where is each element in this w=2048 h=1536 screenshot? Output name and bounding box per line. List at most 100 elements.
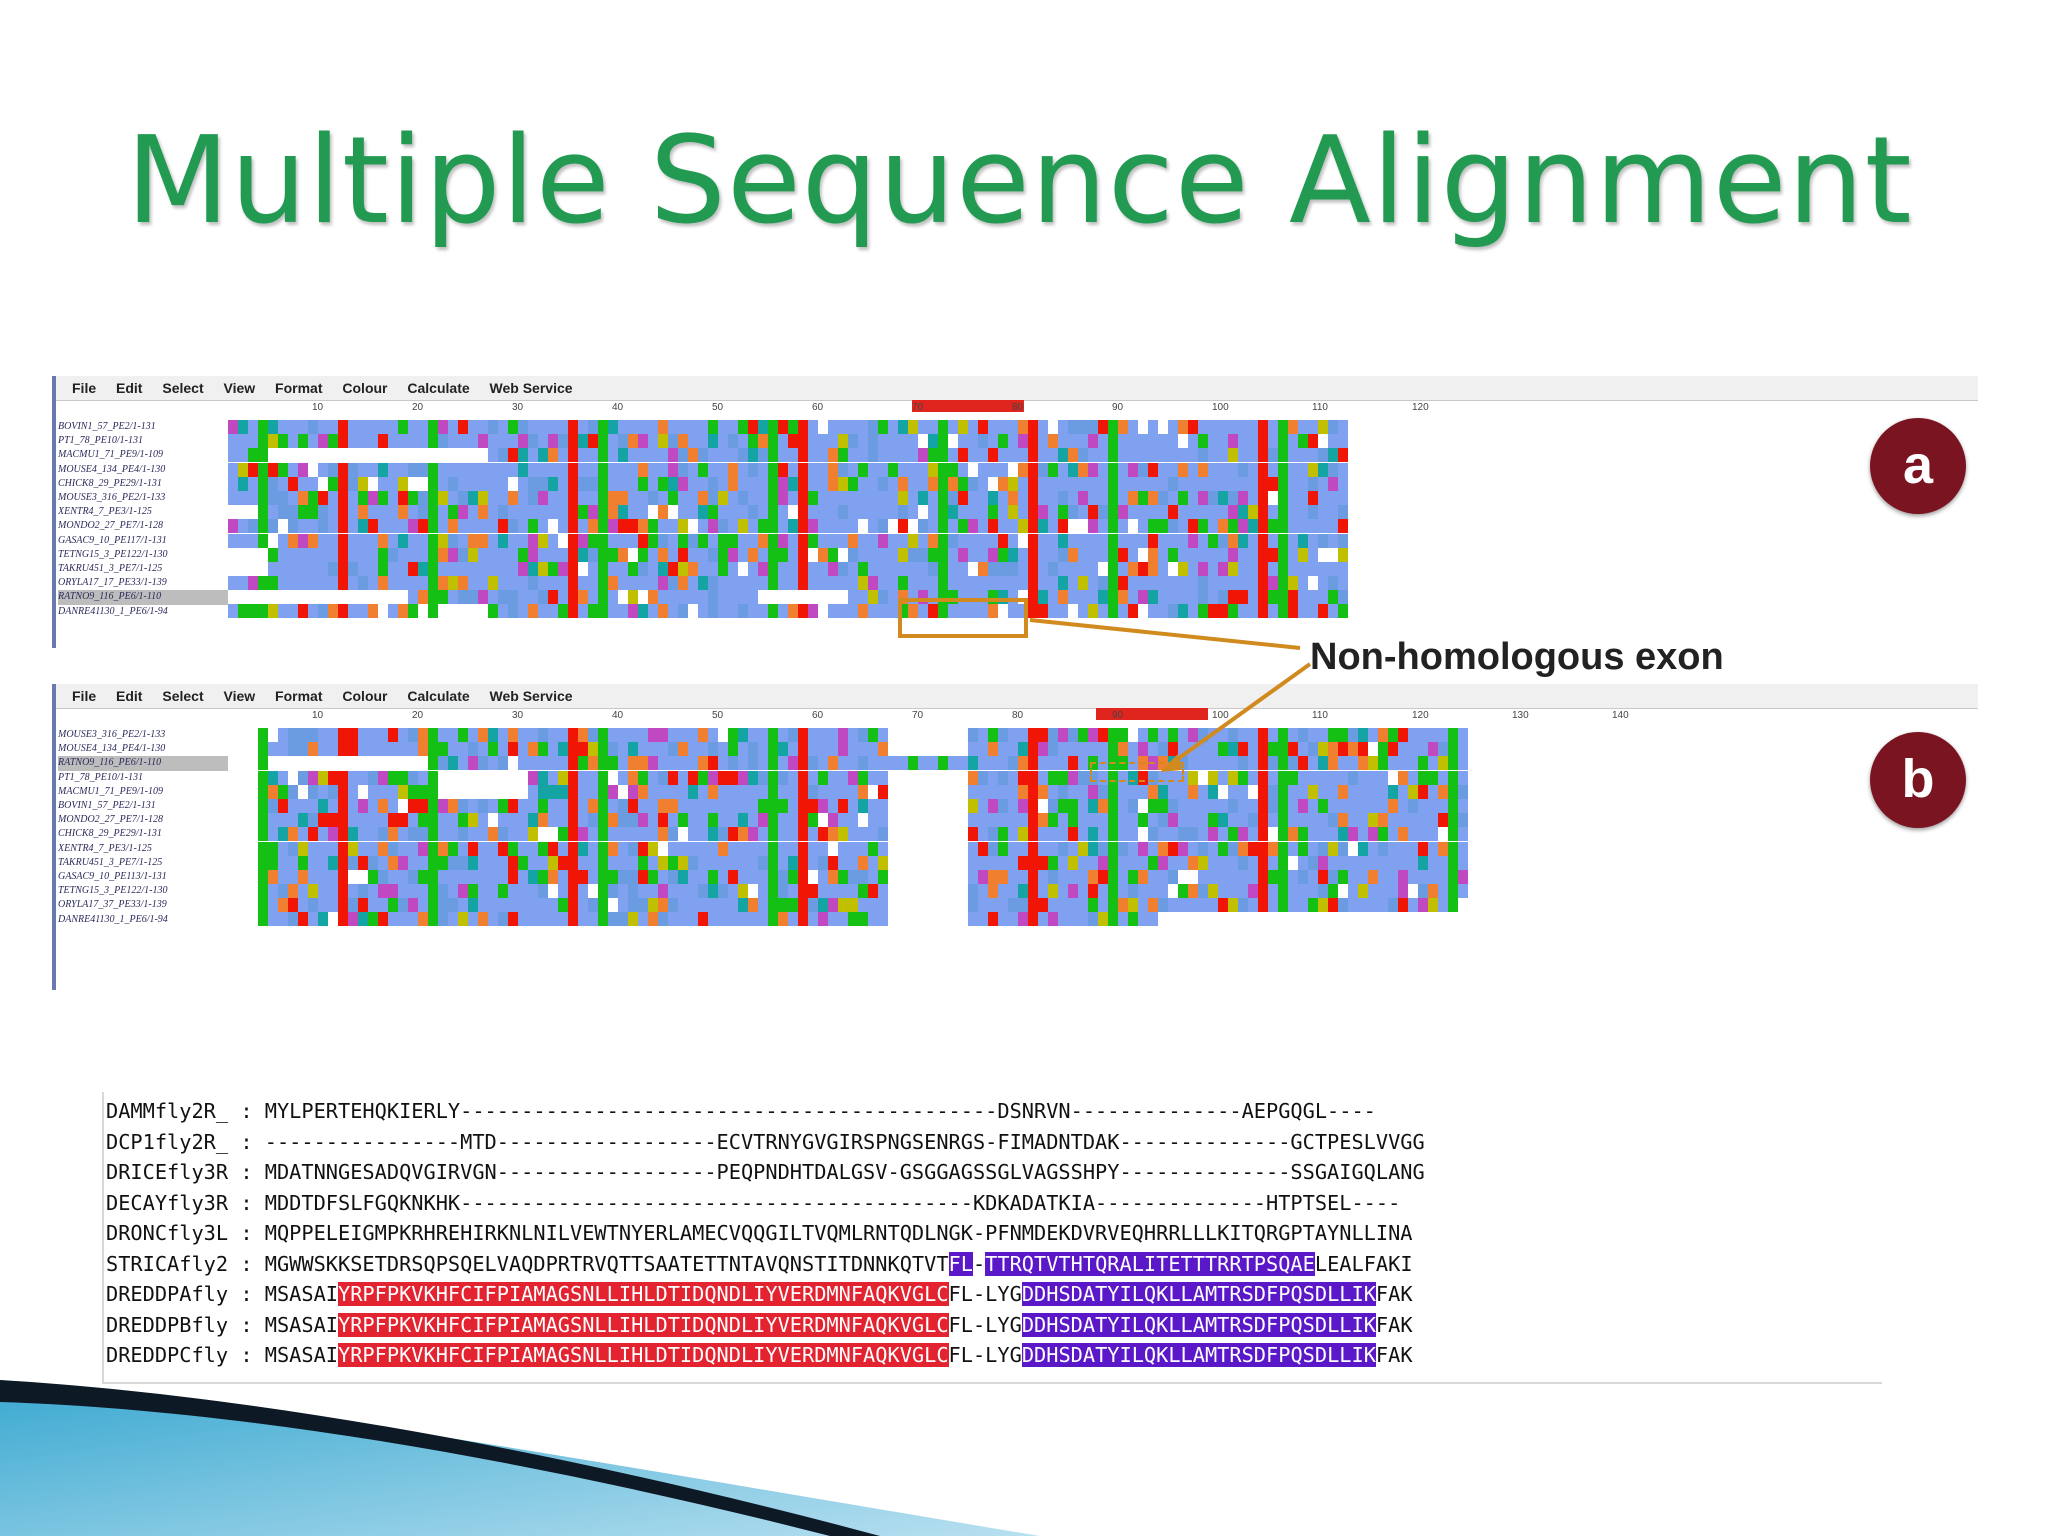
sequence-segment: MYLPERTEHQKIERLY------------------------… xyxy=(264,1099,1376,1123)
ruler-tick-label: 50 xyxy=(712,402,724,413)
alignment-row xyxy=(228,798,1468,813)
sequence-name[interactable]: BOVIN1_57_PE2/1-131 xyxy=(58,421,156,432)
sequence-segment: MSASAI xyxy=(264,1282,339,1306)
sequence-name[interactable]: MONDO2_27_PE7/1-128 xyxy=(58,520,163,532)
alignment-sequence-name: DECAYfly3R xyxy=(106,1190,229,1215)
sequence-name[interactable]: XENTR4_7_PE3/1-125 xyxy=(58,506,152,518)
sequence-name[interactable]: MOUSE4_134_PE4/1-130 xyxy=(58,743,166,755)
sequence-name[interactable]: TETNG15_3_PE122/1-130 xyxy=(58,548,168,560)
alignment-panel-a: File Edit Select View Format Colour Calc… xyxy=(52,376,1978,648)
sequence-name[interactable]: PT1_78_PE10/1-131 xyxy=(58,771,143,783)
sequence-name[interactable]: TETNG15_3_PE122/1-130 xyxy=(58,885,168,897)
sequence-name[interactable]: TAKRU451_3_PE7/1-125 xyxy=(58,856,163,868)
sequence-name[interactable]: MOUSE4_134_PE4/1-130 xyxy=(58,463,166,475)
alignment-grid[interactable] xyxy=(228,420,1348,619)
alignment-sequence: MGWWSKKSETDRSQPSQELVAQDPRTRVQTTSAATETTNT… xyxy=(265,1251,1413,1276)
sequence-name[interactable]: ORYLA17_17_PE33/1-139 xyxy=(58,577,167,589)
sequence-name[interactable]: MOUSE3_316_PE2/1-133 xyxy=(58,729,166,740)
alignment-text-row: DAMMfly2R_ : MYLPERTEHQKIERLY-----------… xyxy=(106,1096,1376,1126)
menu-view[interactable]: View xyxy=(223,380,256,396)
menu-bar: File Edit Select View Format Colour Calc… xyxy=(56,684,1978,709)
alignment-text-row: DCP1fly2R_ : ----------------MTD--------… xyxy=(106,1127,1425,1157)
alignment-text-row: DREDDPBfly : MSASAIYRPFPKVKHFCIFPIAMAGSN… xyxy=(106,1310,1413,1340)
ruler-tick-label: 70 xyxy=(912,402,924,413)
alignment-separator: : xyxy=(228,1343,265,1367)
sequence-name[interactable]: MACMU1_71_PE9/1-109 xyxy=(58,785,163,797)
sequence-name[interactable]: CHICK8_29_PE29/1-131 xyxy=(58,828,162,840)
alignment-row xyxy=(228,784,1468,799)
sequence-name[interactable]: DANRE41130_1_PE6/1-94 xyxy=(58,913,168,925)
alignment-row xyxy=(228,533,1348,548)
ruler-tick-label: 50 xyxy=(712,710,724,721)
sequence-name[interactable]: MACMU1_71_PE9/1-109 xyxy=(58,449,163,461)
ruler-tick-label: 60 xyxy=(812,402,824,413)
sequence-name[interactable]: GASAC9_10_PE113/1-131 xyxy=(58,871,167,883)
alignment-text-row: DREDDPAfly : MSASAIYRPFPKVKHFCIFPIAMAGSN… xyxy=(106,1279,1413,1309)
alignment-sequence-name: DRONCfly3L xyxy=(106,1221,229,1245)
menu-view[interactable]: View xyxy=(223,688,256,704)
sequence-name[interactable]: MONDO2_27_PE7/1-128 xyxy=(58,814,163,826)
menu-calculate[interactable]: Calculate xyxy=(407,688,470,704)
ruler-tick-label: 10 xyxy=(312,402,324,413)
highlighted-segment-blue: DDHSDATYILQKLLAMTRSDFPQSDLLIK xyxy=(1021,1312,1376,1337)
sequence-name[interactable]: TAKRU451_3_PE7/1-125 xyxy=(58,563,163,575)
alignment-sequence: MDATNNGESADQVGIRVGN------------------PEQ… xyxy=(265,1160,1425,1184)
alignment-separator: : xyxy=(228,1099,265,1123)
menu-edit[interactable]: Edit xyxy=(116,688,143,704)
sequence-name[interactable]: ORYLA17_37_PE33/1-139 xyxy=(58,899,167,911)
alignment-row xyxy=(228,576,1348,591)
sequence-segment: - xyxy=(972,1251,986,1276)
alignment-sequence: MSASAIYRPFPKVKHFCIFPIAMAGSNLLIHLDTIDQNDL… xyxy=(265,1282,1413,1306)
alignment-row xyxy=(228,434,1348,449)
sequence-segment: FAK xyxy=(1375,1343,1413,1367)
non-homologous-exon-box xyxy=(898,598,1028,638)
menu-format[interactable]: Format xyxy=(275,688,323,704)
menu-colour[interactable]: Colour xyxy=(342,380,388,396)
menu-calculate[interactable]: Calculate xyxy=(407,380,470,396)
sequence-name[interactable]: RATNO9_116_PE6/1-110 xyxy=(58,756,228,771)
menu-format[interactable]: Format xyxy=(275,380,323,396)
alignment-sequence-name: DREDDPCfly xyxy=(106,1343,229,1367)
sequence-name[interactable]: XENTR4_7_PE3/1-125 xyxy=(58,842,152,854)
ruler-tick-label: 100 xyxy=(1212,710,1229,721)
ruler-tick-label: 110 xyxy=(1312,402,1328,413)
alignment-row xyxy=(228,448,1348,463)
menu-file[interactable]: File xyxy=(72,688,97,704)
alignment-row xyxy=(228,742,1468,757)
ruler-tick-label: 80 xyxy=(1012,710,1024,721)
alignment-sequence-name: DRICEfly3R xyxy=(106,1160,229,1184)
non-homologous-exon-label: Non-homologous exon xyxy=(1310,636,1724,678)
alignment-row xyxy=(228,547,1348,562)
alignment-row xyxy=(228,462,1348,477)
ruler-tick-label: 90 xyxy=(1112,710,1124,721)
sequence-name[interactable]: BOVIN1_57_PE2/1-131 xyxy=(58,800,156,812)
highlighted-segment-blue: TTRQTVTHTQRALITETTTRRTPSQAE xyxy=(985,1251,1315,1276)
menu-select[interactable]: Select xyxy=(162,380,204,396)
menu-web-service[interactable]: Web Service xyxy=(489,380,573,396)
ruler-tick-label: 20 xyxy=(412,402,424,413)
sequence-name[interactable]: RATNO9_116_PE6/1-110 xyxy=(58,590,228,605)
menu-select[interactable]: Select xyxy=(162,688,204,704)
menu-web-service[interactable]: Web Service xyxy=(489,688,573,704)
sequence-name[interactable]: DANRE41130_1_PE6/1-94 xyxy=(58,605,168,617)
menu-edit[interactable]: Edit xyxy=(116,380,143,396)
sequence-name[interactable]: MOUSE3_316_PE2/1-133 xyxy=(58,492,166,504)
ruler-tick-label: 120 xyxy=(1412,710,1429,721)
alignment-row xyxy=(228,841,1468,856)
highlighted-segment-blue: DDHSDATYILQKLLAMTRSDFPQSDLLIK xyxy=(1021,1282,1376,1306)
alignment-text-row: DECAYfly3R : MDDTDFSLFGQKNKHK-----------… xyxy=(106,1188,1400,1218)
ruler-tick-label: 30 xyxy=(512,402,524,413)
alignment-row xyxy=(228,884,1468,899)
alignment-sequence-name: STRICAfly2 xyxy=(106,1251,229,1276)
sequence-name[interactable]: PT1_78_PE10/1-131 xyxy=(58,435,143,447)
sequence-name[interactable]: CHICK8_29_PE29/1-131 xyxy=(58,477,162,489)
menu-colour[interactable]: Colour xyxy=(342,688,388,704)
sequence-segment: MQPPELEIGMPKRHREHIRKNLNILVEWTNYERLAMECVQ… xyxy=(264,1221,1413,1245)
slide-title: Multiple Sequence Alignment xyxy=(126,112,1913,251)
sequence-name[interactable]: GASAC9_10_PE117/1-131 xyxy=(58,534,167,546)
menu-file[interactable]: File xyxy=(72,380,97,396)
alignment-sequence: MDDTDFSLFGQKNKHK------------------------… xyxy=(265,1191,1401,1215)
